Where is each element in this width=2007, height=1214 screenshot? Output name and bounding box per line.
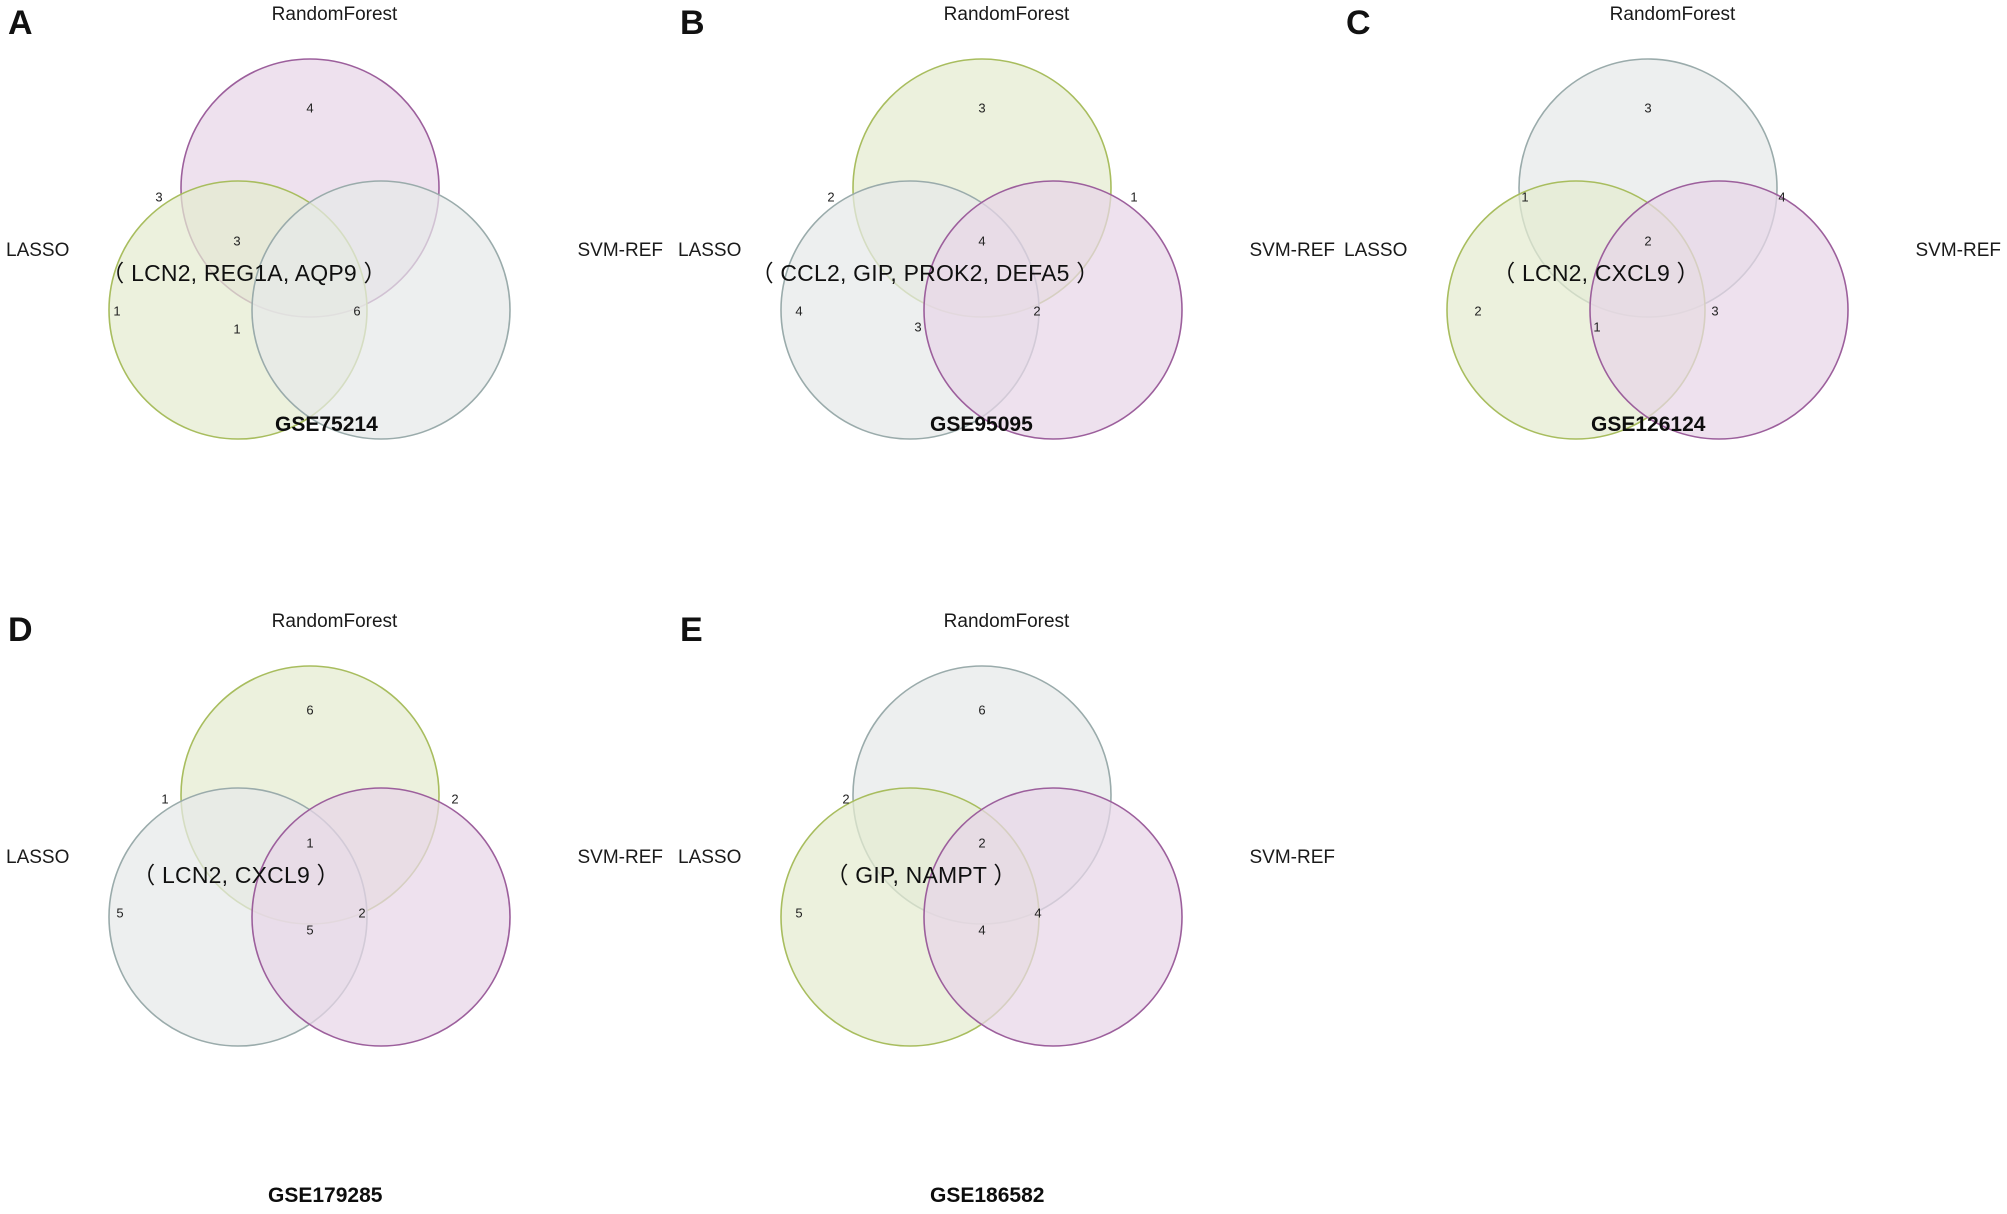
count-randomforest-only: 6 xyxy=(978,702,986,718)
panel-c: C RandomForest LASSO SVM-REF 3 1 4 2 2 3… xyxy=(1338,0,2007,607)
panel-b: B RandomForest LASSO SVM-REF 3 2 1 4 4 2… xyxy=(672,0,1341,607)
count-lasso-only: 4 xyxy=(795,303,803,319)
venn-diagram-b: RandomForest LASSO SVM-REF 3 2 1 4 4 2 3… xyxy=(672,0,1341,607)
venn-diagram-c: RandomForest LASSO SVM-REF 3 1 4 2 2 3 1… xyxy=(1338,0,2007,607)
panel-title-a: GSE75214 xyxy=(275,413,378,436)
set-label-lasso: LASSO xyxy=(678,240,742,261)
panel-letter-d: D xyxy=(8,611,33,649)
circle-svmref xyxy=(923,180,1183,440)
set-label-lasso: LASSO xyxy=(1344,240,1408,261)
shared-genes-label: （ LCN2, REG1A, AQP9 ） xyxy=(101,260,387,286)
venn-svg-d xyxy=(108,665,511,1047)
count-all-three: 3 xyxy=(233,233,241,249)
panel-letter-c: C xyxy=(1346,4,1371,42)
set-label-randomforest: RandomForest xyxy=(271,4,398,25)
venn-svg-c xyxy=(1446,58,1849,440)
circle-svmref xyxy=(251,787,511,1047)
count-lasso-only: 1 xyxy=(113,303,121,319)
count-svmref-only: 2 xyxy=(1033,303,1041,319)
venn-diagram-a: RandomForest LASSO SVM-REF 4 3 3 1 6 1 （… xyxy=(0,0,669,607)
count-svmref-only: 4 xyxy=(1034,905,1042,921)
circle-svmref xyxy=(251,180,511,440)
set-label-lasso: LASSO xyxy=(6,847,70,868)
panel-d: D RandomForest LASSO SVM-REF 6 1 2 1 5 2… xyxy=(0,607,669,1214)
count-randomforest-lasso: 1 xyxy=(1521,189,1529,205)
set-label-randomforest: RandomForest xyxy=(271,611,398,632)
panel-title-b: GSE95095 xyxy=(930,413,1033,436)
count-randomforest-lasso: 3 xyxy=(155,189,163,205)
shared-genes-label: （ GIP, NAMPT ） xyxy=(825,862,1017,888)
set-label-lasso: LASSO xyxy=(6,240,70,261)
count-lasso-svmref: 1 xyxy=(1593,319,1601,335)
count-lasso-svmref: 1 xyxy=(233,321,241,337)
panel-title-d: GSE179285 xyxy=(268,1184,383,1207)
venn-svg-e xyxy=(780,665,1183,1047)
count-randomforest-only: 3 xyxy=(978,100,986,116)
count-all-three: 2 xyxy=(978,835,986,851)
shared-genes-label: （ LCN2, CXCL9 ） xyxy=(132,862,340,888)
set-label-svmref: SVM-REF xyxy=(1249,240,1336,261)
count-randomforest-lasso: 2 xyxy=(842,791,850,807)
set-label-svmref: SVM-REF xyxy=(1915,240,2002,261)
set-label-randomforest: RandomForest xyxy=(943,4,1070,25)
panel-letter-b: B xyxy=(680,4,705,42)
count-randomforest-only: 3 xyxy=(1644,100,1652,116)
set-label-svmref: SVM-REF xyxy=(577,847,664,868)
panel-letter-e: E xyxy=(680,611,703,649)
panel-title-c: GSE126124 xyxy=(1591,413,1706,436)
count-randomforest-lasso: 1 xyxy=(161,791,169,807)
circle-svmref xyxy=(923,787,1183,1047)
count-all-three: 1 xyxy=(306,835,314,851)
count-lasso-only: 5 xyxy=(795,905,803,921)
count-lasso-svmref: 5 xyxy=(306,922,314,938)
set-label-svmref: SVM-REF xyxy=(577,240,664,261)
count-randomforest-only: 4 xyxy=(306,100,314,116)
count-all-three: 4 xyxy=(978,233,986,249)
panel-e: E RandomForest LASSO SVM-REF 6 2 2 5 4 4… xyxy=(672,607,1341,1214)
count-lasso-only: 5 xyxy=(116,905,124,921)
panel-a: A RandomForest LASSO SVM-REF 4 3 3 1 6 1… xyxy=(0,0,669,607)
venn-diagram-d: RandomForest LASSO SVM-REF 6 1 2 1 5 2 5… xyxy=(0,607,669,1214)
shared-genes-label: （ CCL2, GIP, PROK2, DEFA5 ） xyxy=(750,260,1100,286)
count-svmref-only: 2 xyxy=(358,905,366,921)
set-label-svmref: SVM-REF xyxy=(1249,847,1336,868)
count-svmref-only: 6 xyxy=(353,303,361,319)
venn-svg-b xyxy=(780,58,1183,440)
count-lasso-only: 2 xyxy=(1474,303,1482,319)
count-randomforest-svmref: 4 xyxy=(1778,189,1786,205)
circle-svmref xyxy=(1589,180,1849,440)
count-randomforest-svmref: 2 xyxy=(451,791,459,807)
panel-letter-a: A xyxy=(8,4,33,42)
count-randomforest-svmref: 1 xyxy=(1130,189,1138,205)
count-randomforest-only: 6 xyxy=(306,702,314,718)
venn-diagram-e: RandomForest LASSO SVM-REF 6 2 2 5 4 4 （… xyxy=(672,607,1341,1214)
count-svmref-only: 3 xyxy=(1711,303,1719,319)
count-randomforest-lasso: 2 xyxy=(827,189,835,205)
set-label-lasso: LASSO xyxy=(678,847,742,868)
count-lasso-svmref: 3 xyxy=(914,319,922,335)
count-lasso-svmref: 4 xyxy=(978,922,986,938)
set-label-randomforest: RandomForest xyxy=(1609,4,1736,25)
panel-title-e: GSE186582 xyxy=(930,1184,1045,1207)
shared-genes-label: （ LCN2, CXCL9 ） xyxy=(1492,260,1700,286)
venn-svg-a xyxy=(108,58,511,440)
set-label-randomforest: RandomForest xyxy=(943,611,1070,632)
count-all-three: 2 xyxy=(1644,233,1652,249)
